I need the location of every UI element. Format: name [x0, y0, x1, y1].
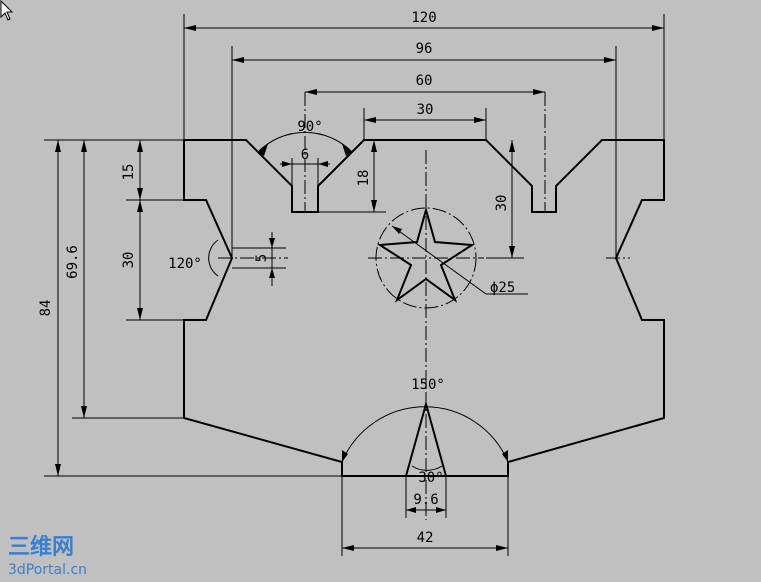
angle-text-30: 30°	[418, 470, 443, 486]
dim-text-18: 18	[356, 170, 372, 187]
angle-text-120: 120°	[168, 256, 202, 272]
dim-text-30-right: 30	[494, 195, 510, 212]
dim-text-96: 96	[416, 41, 433, 57]
arc-120	[208, 239, 219, 277]
dim-text-30-top: 30	[417, 102, 434, 118]
dim-text-tip: 9.6	[413, 492, 438, 508]
dim-text-84: 84	[38, 300, 54, 317]
dim-text-42: 42	[417, 530, 434, 546]
mouse-cursor-icon	[0, 0, 14, 21]
dim-text-star-diameter: ϕ25	[490, 280, 515, 296]
watermark-logo: 三维网 3dPortal.cn	[8, 534, 87, 578]
dim-text-120: 120	[411, 10, 436, 26]
dim-text-30-left: 30	[121, 252, 137, 269]
dim-text-6: 6	[301, 147, 309, 163]
part-outline	[183, 139, 665, 477]
dim-text-15: 15	[121, 164, 137, 181]
arc-150	[341, 406, 509, 463]
arc-90	[257, 131, 353, 153]
arc-30	[411, 465, 443, 471]
angle-text-90: 90°	[297, 119, 322, 135]
star-circle	[375, 207, 477, 309]
angle-text-150: 150°	[411, 377, 445, 393]
dim-text-5: 5	[254, 254, 270, 262]
dim-text-60: 60	[416, 73, 433, 89]
leader-star-diameter	[391, 225, 487, 295]
watermark-url: 3dPortal.cn	[8, 562, 87, 578]
dim-text-69: 69.6	[65, 245, 81, 279]
watermark-brand: 三维网	[8, 534, 74, 560]
